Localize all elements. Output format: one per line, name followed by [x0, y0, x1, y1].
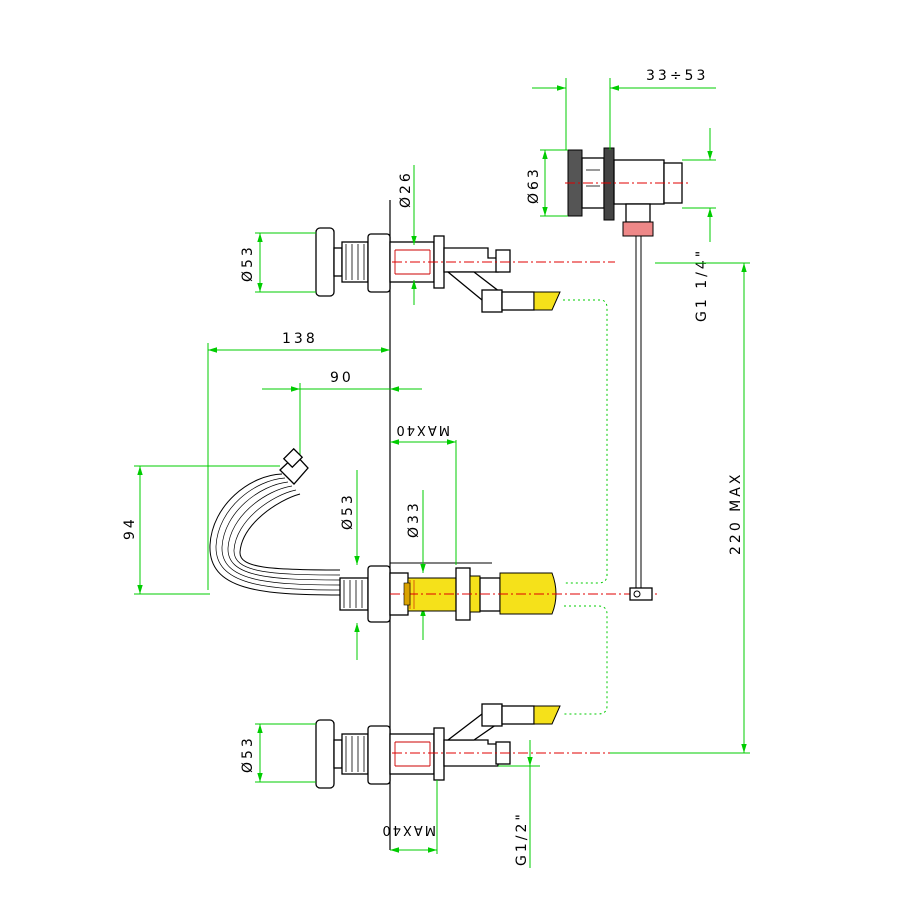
- label-33-53: 33÷53: [646, 68, 708, 84]
- spout-hose: [209, 447, 341, 596]
- dim-d53-top: Ø53: [240, 232, 316, 293]
- label-220max: 220 MAX: [728, 472, 744, 555]
- dim-90: 90: [262, 370, 422, 455]
- label-d53-mid: Ø53: [340, 492, 356, 530]
- label-138: 138: [282, 331, 318, 347]
- dim-d53-mid: Ø53: [340, 470, 360, 660]
- label-d26: Ø26: [398, 170, 414, 208]
- dim-d63: Ø63: [526, 149, 568, 217]
- supply-line-top: [563, 299, 608, 584]
- label-94: 94: [122, 516, 138, 540]
- dim-33-53: 33÷53: [532, 68, 716, 150]
- central-body: [339, 565, 660, 623]
- dim-g12: G1/2": [498, 740, 540, 868]
- label-max40-bottom: MAX40: [380, 822, 436, 837]
- bottom-valve: [315, 703, 610, 789]
- label-d53-top: Ø53: [240, 244, 256, 282]
- flush-valve: [565, 147, 690, 590]
- label-90: 90: [330, 370, 354, 386]
- dim-220max: 220 MAX: [608, 262, 750, 754]
- label-d63: Ø63: [526, 166, 542, 204]
- dim-max40-bottom: MAX40: [380, 780, 438, 854]
- dim-g114: G1 1/4": [682, 128, 716, 322]
- label-g114: G1 1/4": [694, 248, 710, 322]
- label-g12: G1/2": [514, 811, 530, 866]
- supply-line-bottom: [563, 605, 608, 715]
- label-max40-top: MAX40: [394, 422, 450, 437]
- label-d53-bottom: Ø53: [240, 735, 256, 773]
- dim-max40-top: MAX40: [390, 422, 457, 565]
- dim-d26: Ø26: [398, 165, 417, 305]
- top-valve: [315, 227, 615, 313]
- dim-94: 94: [122, 465, 280, 595]
- dim-d33: Ø33: [406, 490, 426, 640]
- label-d33: Ø33: [406, 500, 422, 538]
- dim-d53-bottom: Ø53: [240, 723, 316, 783]
